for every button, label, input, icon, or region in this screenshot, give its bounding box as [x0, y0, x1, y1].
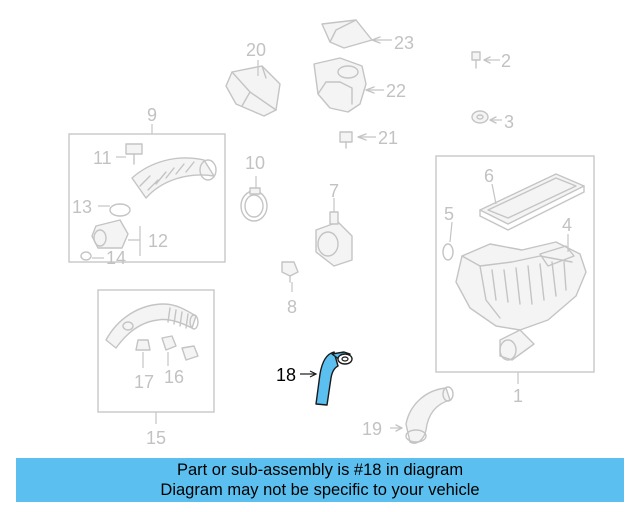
part-23-cover	[321, 19, 392, 49]
callout-6: 6	[484, 166, 494, 186]
callout-23: 23	[394, 33, 414, 53]
part-11-sensor	[116, 143, 143, 165]
part-8-bolt	[281, 261, 299, 292]
callout-20: 20	[246, 40, 266, 60]
callout-7: 7	[329, 181, 339, 201]
part-10-clamp	[240, 176, 268, 222]
part-3-grommet	[471, 110, 502, 124]
part-15-resonator-hose	[105, 303, 199, 349]
group-box-9	[68, 133, 226, 263]
part-20-duct	[225, 60, 281, 117]
group-box-1	[435, 155, 595, 373]
part-21-bolt	[339, 131, 376, 149]
part-19-elbow-hose	[390, 386, 454, 444]
part-9-intake-hose	[131, 157, 217, 199]
info-banner: Part or sub-assembly is #18 in diagram D…	[16, 458, 624, 502]
callout-12: 12	[148, 231, 168, 251]
banner-line-1: Part or sub-assembly is #18 in diagram	[176, 461, 464, 479]
callout-16: 16	[164, 367, 184, 387]
part-2-bolt	[471, 51, 500, 69]
part-13-clamp	[98, 203, 131, 217]
callout-15: 15	[146, 428, 166, 448]
callout-4: 4	[562, 215, 572, 235]
callout-10: 10	[245, 153, 265, 173]
part-14-oring	[80, 251, 104, 261]
part-22-housing	[313, 57, 384, 113]
part-16-clip	[161, 335, 199, 366]
callout-17: 17	[134, 372, 154, 392]
callout-11: 11	[93, 148, 112, 168]
callout-3: 3	[504, 112, 514, 132]
callout-2: 2	[501, 51, 511, 71]
callout-19: 19	[362, 419, 382, 439]
part-6-filter	[479, 173, 585, 231]
callout-21: 21	[378, 128, 398, 148]
part-12-adapter	[91, 219, 141, 256]
callout-18: 18	[276, 365, 296, 385]
callout-9: 9	[147, 105, 157, 125]
callout-5: 5	[444, 204, 454, 224]
part-17-grommet	[135, 339, 151, 368]
banner-line-2: Diagram may not be specific to your vehi…	[160, 481, 480, 499]
part-4-air-cleaner-case	[455, 234, 587, 361]
callout-8: 8	[287, 297, 297, 317]
part-18-breather-hose	[300, 351, 353, 406]
callout-14: 14	[106, 248, 126, 268]
part-5-seal	[442, 221, 454, 261]
part-7-mass-airflow	[315, 198, 353, 267]
callout-1: 1	[513, 386, 523, 406]
callout-22: 22	[386, 81, 406, 101]
callout-13: 13	[72, 197, 92, 217]
